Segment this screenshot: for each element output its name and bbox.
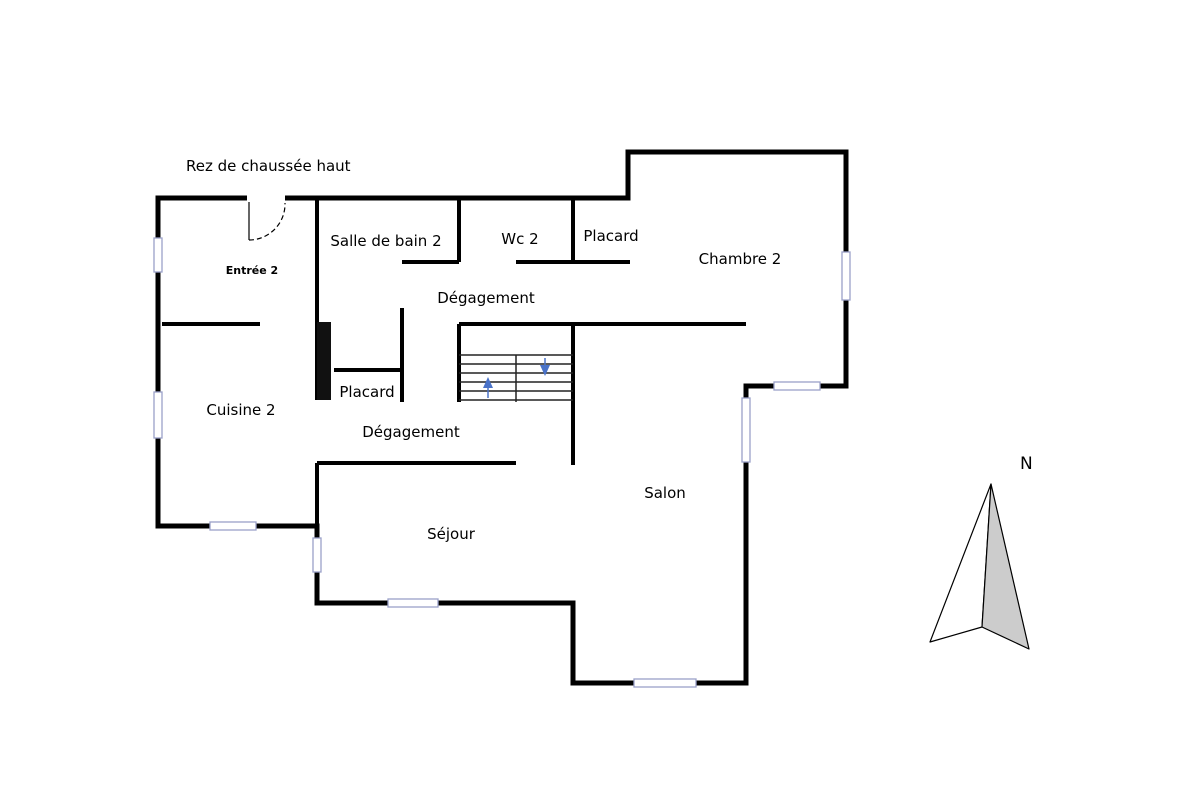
room-label-sejour: Séjour: [427, 525, 476, 543]
plan-title: Rez de chaussée haut: [186, 157, 351, 175]
interior-walls: [162, 198, 746, 526]
stair-up-arrow-icon: [483, 377, 493, 388]
staircase: [459, 354, 573, 402]
room-label-wc: Wc 2: [501, 230, 538, 248]
windows: [153, 237, 851, 688]
compass-label: N: [1020, 454, 1033, 474]
room-label-entree: Entrée 2: [226, 264, 278, 277]
north-arrow-icon: [929, 483, 1030, 650]
room-label-placard-top: Placard: [583, 227, 638, 245]
room-label-salon: Salon: [644, 484, 686, 502]
room-label-chambre: Chambre 2: [699, 250, 782, 268]
entrance-door: [247, 195, 286, 241]
room-label-salle-de-bain: Salle de bain 2: [330, 232, 441, 250]
stair-down-arrow-icon: [540, 365, 550, 376]
room-label-cuisine: Cuisine 2: [206, 401, 275, 419]
room-label-degagement-top: Dégagement: [437, 289, 535, 307]
room-label-placard-left: Placard: [339, 383, 394, 401]
room-label-degagement-bottom: Dégagement: [362, 423, 460, 441]
cabinet-block: [317, 322, 331, 400]
